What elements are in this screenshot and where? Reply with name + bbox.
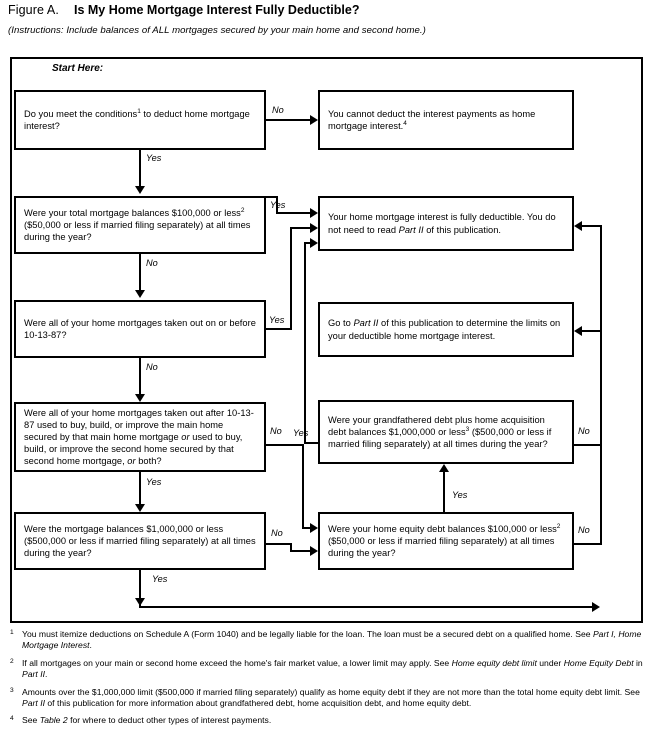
edge-q1-yes-line [139, 150, 141, 188]
edge-label-q2-yes: Yes [270, 200, 286, 210]
edge-q5-yes-line [304, 242, 312, 244]
footnote-4-text: See Table 2 for where to deduct other ty… [22, 715, 272, 726]
decision-box-taken-out-before-101387[interactable]: Were all of your home mortgages taken ou… [14, 300, 266, 358]
edge-q6-no-line [290, 550, 312, 552]
edge-q4-no-line [302, 527, 312, 529]
edge-q7-no-arrow-icon [574, 221, 582, 231]
edge-q5-yes-riser [304, 242, 306, 444]
edge-label-q6-yes: Yes [152, 574, 168, 584]
edge-q4-yes-arrow-icon [135, 504, 145, 512]
decision-box-mortgage-balances-1m[interactable]: Were the mortgage balances $1,000,000 or… [14, 512, 266, 570]
edge-q4-yes-line [139, 472, 141, 504]
edge-q1-yes-arrow-icon [135, 186, 145, 194]
edge-q6-yes-arrow-down-icon [135, 598, 145, 606]
edge-label-q6-no: No [271, 528, 283, 538]
outcome-box-fully-deductible[interactable]: Your home mortgage interest is fully ded… [318, 196, 574, 251]
edge-q3-no-arrow-icon [135, 394, 145, 402]
edge-q6-yes-arrow-right-icon [592, 602, 600, 612]
footnote-2-marker: 2 [10, 657, 14, 665]
edge-q7-yes-arrow-icon [439, 464, 449, 472]
edge-label-q3-yes: Yes [269, 315, 285, 325]
edge-label-q3-no: No [146, 362, 158, 372]
edge-q5-no-arrow-icon [574, 326, 582, 336]
footnote-4-marker: 4 [10, 715, 14, 723]
edge-q3-yes-line [290, 227, 310, 229]
edge-q1-no-line [266, 119, 310, 121]
decision-box-taken-out-before-101387-text: Were all of your home mortgages taken ou… [24, 317, 256, 340]
footnote-1: 1 You must itemize deductions on Schedul… [8, 629, 648, 652]
edge-q4-no-riser [302, 444, 304, 529]
figure-instructions: (Instructions: Include balances of ALL m… [8, 25, 426, 36]
edge-q3-yes-arrow-icon [310, 223, 318, 233]
decision-box-meet-conditions-text: Do you meet the conditions1 to deduct ho… [24, 107, 250, 131]
edge-q2-yes-arrow-icon [310, 208, 318, 218]
edge-q6-yes-riser [139, 570, 141, 608]
edge-q7-no-stub [574, 543, 602, 545]
edge-label-q5-no: No [578, 426, 590, 436]
footnote-2: 2 If all mortgages on your main or secon… [8, 658, 648, 681]
start-here-label: Start Here: [52, 63, 104, 74]
decision-box-grandfathered-plus-acquisition[interactable]: Were your grandfathered debt plus home a… [318, 400, 574, 464]
edge-q2-yes-stub [266, 196, 278, 198]
edge-q3-yes-riser [290, 227, 292, 330]
edge-label-q7-yes: Yes [452, 490, 468, 500]
footnote-3-marker: 3 [10, 686, 14, 694]
edge-label-q5-yes: Yes [293, 428, 309, 438]
decision-box-total-balances-100k-text: Were your total mortgage balances $100,0… [24, 206, 251, 243]
footnote-1-text: You must itemize deductions on Schedule … [22, 629, 642, 651]
edge-q4-no-stub [266, 444, 304, 446]
edge-q4-no-arrow-icon [310, 523, 318, 533]
outcome-box-cannot-deduct-text: You cannot deduct the interest payments … [328, 108, 536, 131]
decision-box-used-to-buy-build-improve-text: Were all of your home mortgages taken ou… [24, 407, 254, 467]
edge-q3-no-line [139, 358, 141, 394]
edge-q5-yes-stub [304, 442, 320, 444]
edge-q2-yes-riser [276, 196, 278, 214]
decision-box-home-equity-100k[interactable]: Were your home equity debt balances $100… [318, 512, 574, 570]
edge-q6-no-riser [290, 543, 292, 552]
decision-box-home-equity-100k-text: Were your home equity debt balances $100… [328, 522, 561, 559]
page-title: Is My Home Mortgage Interest Fully Deduc… [74, 3, 360, 17]
edge-q2-no-line [139, 254, 141, 292]
footnotes-section: 1 You must itemize deductions on Schedul… [8, 629, 648, 733]
decision-box-total-balances-100k[interactable]: Were your total mortgage balances $100,0… [14, 196, 266, 254]
decision-box-mortgage-balances-1m-text: Were the mortgage balances $1,000,000 or… [24, 523, 256, 559]
edge-q2-yes-line [276, 212, 310, 214]
decision-box-used-to-buy-build-improve[interactable]: Were all of your home mortgages taken ou… [14, 402, 266, 472]
outcome-box-go-to-part-ii[interactable]: Go to Part II of this publication to det… [318, 302, 574, 357]
outcome-box-cannot-deduct[interactable]: You cannot deduct the interest payments … [318, 90, 574, 150]
edge-q6-no-arrow-icon [310, 546, 318, 556]
edge-q5-no-stub [574, 444, 602, 446]
edge-label-q1-no: No [272, 105, 284, 115]
footnote-2-text: If all mortgages on your main or second … [22, 657, 643, 680]
edge-q7-no-line [582, 225, 602, 227]
edge-q3-yes-stub [266, 328, 292, 330]
decision-box-grandfathered-plus-acquisition-text: Were your grandfathered debt plus home a… [328, 414, 552, 450]
footnote-3-text: Amounts over the $1,000,000 limit ($500,… [22, 686, 640, 709]
footnote-1-marker: 1 [10, 629, 14, 636]
figure-label: Figure A. [8, 3, 59, 17]
edge-label-q7-no: No [578, 525, 590, 535]
footnote-3: 3 Amounts over the $1,000,000 limit ($50… [8, 687, 648, 710]
edge-label-q2-no: No [146, 258, 158, 268]
edge-q7-yes-riser [443, 472, 445, 512]
edge-q1-no-arrow-icon [310, 115, 318, 125]
outcome-box-fully-deductible-text: Your home mortgage interest is fully ded… [328, 212, 556, 235]
edge-q5-yes-arrow-icon [310, 238, 318, 248]
decision-box-meet-conditions[interactable]: Do you meet the conditions1 to deduct ho… [14, 90, 266, 150]
footnote-4: 4 See Table 2 for where to deduct other … [8, 715, 648, 726]
edge-q6-no-stub [266, 543, 292, 545]
edge-q7-no-riser [600, 225, 602, 545]
edge-q5-no-line [582, 330, 602, 332]
outcome-box-go-to-part-ii-text: Go to Part II of this publication to det… [328, 318, 561, 341]
edge-label-q4-yes: Yes [146, 477, 162, 487]
edge-label-q4-no: No [270, 426, 282, 436]
edge-q2-no-arrow-icon [135, 290, 145, 298]
edge-label-q1-yes: Yes [146, 153, 162, 163]
edge-q6-yes-bottom-line [139, 606, 594, 608]
